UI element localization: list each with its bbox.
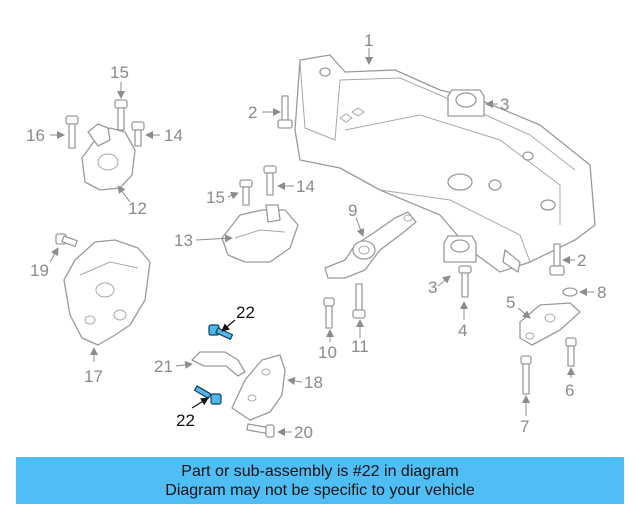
callout-15-upper: 15 [110,63,129,82]
bolt-part-20 [246,423,275,438]
callout-8: 8 [597,283,606,302]
torque-arm-part-9 [324,211,417,279]
bolt-part-14-upper [131,121,145,147]
bolt-part-2-upper [277,95,293,129]
bolt-part-10 [323,297,335,329]
callout-2-lower: 2 [577,251,586,270]
bolt-part-22-lower [193,385,222,405]
callout-22-upper: 22 [236,303,255,322]
callout-9: 9 [348,201,357,220]
bolt-part-15-lower [239,179,253,206]
info-banner: Part or sub-assembly is #22 in diagram D… [16,457,624,504]
banner-line-disclaimer: Diagram may not be specific to your vehi… [165,481,475,499]
bolt-part-2-lower [549,243,565,276]
callout-21: 21 [154,357,173,376]
bolt-part-7 [520,355,532,395]
callout-6: 6 [565,381,574,400]
bushing-part-3-lower [443,235,477,263]
bolt-part-6 [565,337,577,367]
callout-16: 16 [26,126,45,145]
banner-line-part-number: Part or sub-assembly is #22 in diagram [181,462,459,480]
callout-22-lower: 22 [176,411,195,430]
bolt-part-4 [458,265,472,298]
callout-14-lower: 14 [296,177,315,196]
bushing-part-3-upper [447,89,485,117]
callout-10: 10 [318,343,337,362]
callout-12: 12 [128,199,147,218]
callout-20: 20 [294,423,313,442]
callout-1: 1 [364,31,373,50]
bracket-part-18 [231,354,286,421]
bolt-part-16 [65,115,79,149]
nut-part-8 [562,287,578,297]
callout-17: 17 [84,367,103,386]
callout-15-lower: 15 [206,188,225,207]
callout-5: 5 [506,293,515,312]
leader-lines [49,48,594,436]
mount-part-12 [81,123,136,191]
callout-2-upper: 2 [248,103,257,122]
bolt-part-15-upper [114,99,128,131]
subframe-part-1 [294,54,596,273]
callout-11: 11 [351,337,369,356]
callout-14-upper: 14 [164,126,183,145]
callout-3-upper: 3 [500,95,509,114]
bolt-part-11 [352,283,366,319]
parts-diagram: 1 2 3 2 3 4 5 6 7 8 9 10 11 12 13 14 14 … [26,31,606,442]
callout-7: 7 [520,417,529,436]
callout-3-lower: 3 [428,278,437,297]
bracket-part-17 [63,239,151,346]
bolt-part-14-lower [263,165,277,196]
callout-18: 18 [304,373,323,392]
callout-13: 13 [174,231,193,250]
callout-4: 4 [458,321,467,340]
bolt-part-19 [55,233,78,248]
bracket-part-21 [191,351,246,377]
bolt-part-22-upper [208,324,234,341]
bracket-part-5 [519,302,581,346]
callout-19: 19 [30,261,49,280]
bracket-part-13 [221,204,299,263]
